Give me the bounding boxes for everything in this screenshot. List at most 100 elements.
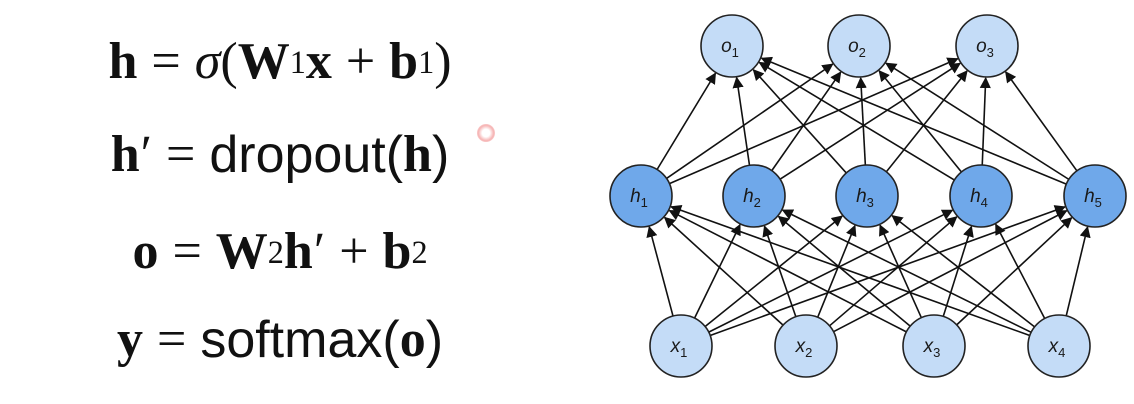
node-label: x2 bbox=[795, 336, 813, 360]
edge-h5-o2 bbox=[885, 62, 1070, 181]
node-label-base: x bbox=[795, 336, 807, 357]
equation-2-term-3: 2 bbox=[267, 233, 284, 270]
equation-3-term-1: = bbox=[156, 311, 187, 368]
node-x1: x1 bbox=[649, 314, 713, 378]
equation-0-term-2: σ bbox=[194, 33, 221, 90]
node-o2: o2 bbox=[827, 14, 891, 78]
node-label-base: h bbox=[743, 186, 754, 207]
node-x4: x4 bbox=[1027, 314, 1091, 378]
equation-2-term-4: h bbox=[283, 223, 313, 280]
node-label-base: x bbox=[923, 336, 935, 357]
equation-dropout: h′=dropout(h) bbox=[0, 115, 560, 195]
node-label-base: h bbox=[856, 186, 867, 207]
node-circle bbox=[774, 314, 838, 378]
equation-0-term-9: 1 bbox=[418, 43, 435, 80]
equation-3-term-0: y bbox=[116, 311, 143, 368]
edge-x2-h1 bbox=[663, 216, 784, 326]
node-label-subscript: 3 bbox=[933, 345, 940, 360]
edge-h5-o3 bbox=[1005, 71, 1078, 172]
node-label-base: h bbox=[630, 186, 641, 207]
pointer-dot bbox=[477, 124, 495, 142]
equation-1-term-2: = bbox=[166, 126, 196, 183]
edge-x3-h5 bbox=[956, 217, 1073, 326]
edge-x4-h1 bbox=[670, 204, 1031, 337]
node-label: x1 bbox=[670, 336, 688, 360]
equation-0-term-10: ) bbox=[434, 33, 452, 90]
edge-x1-h5 bbox=[709, 205, 1066, 337]
node-label-base: x bbox=[1048, 336, 1060, 357]
equation-0-term-0: h bbox=[108, 33, 138, 90]
edge-x3-h3 bbox=[879, 224, 923, 319]
edges bbox=[646, 56, 1091, 337]
node-label-subscript: 1 bbox=[732, 45, 739, 60]
node-label-subscript: 2 bbox=[805, 345, 812, 360]
node-label: h2 bbox=[743, 186, 761, 210]
equation-2-term-5: ′ bbox=[313, 223, 326, 280]
node-label-base: o bbox=[848, 36, 859, 57]
node-o1: o1 bbox=[700, 14, 764, 78]
edge-h5-o1 bbox=[760, 56, 1067, 185]
node-label: h1 bbox=[630, 186, 648, 210]
equation-0-term-4: W bbox=[237, 33, 290, 90]
edge-h4-o1 bbox=[758, 61, 955, 181]
edge-x1-h1 bbox=[646, 225, 674, 317]
edge-x3-h2 bbox=[777, 215, 911, 327]
node-label-subscript: 4 bbox=[1058, 345, 1065, 360]
edge-x1-h3 bbox=[704, 215, 843, 328]
edge-x2-h3 bbox=[816, 224, 857, 318]
edge-h3-o1 bbox=[752, 68, 847, 174]
node-label-subscript: 2 bbox=[754, 195, 761, 210]
edge-x2-h4 bbox=[829, 216, 958, 327]
edge-x4-h4 bbox=[995, 223, 1046, 319]
node-label-subscript: 2 bbox=[859, 45, 866, 60]
edge-h1-o3 bbox=[669, 57, 959, 185]
node-h2: h2 bbox=[722, 164, 786, 228]
equation-0-term-7: + bbox=[345, 33, 376, 90]
equation-3-term-4: ) bbox=[425, 311, 444, 369]
equation-1-term-1: ′ bbox=[140, 126, 153, 183]
edge-x1-h4 bbox=[708, 209, 954, 333]
node-label: h3 bbox=[856, 186, 874, 210]
edge-x3-h4 bbox=[942, 225, 974, 317]
node-label-subscript: 3 bbox=[867, 195, 874, 210]
node-label: o3 bbox=[976, 36, 994, 60]
node-circle bbox=[1063, 164, 1127, 228]
node-label: h5 bbox=[1084, 186, 1102, 210]
equation-0-term-8: b bbox=[389, 33, 419, 90]
edge-x2-h2 bbox=[762, 225, 797, 317]
equation-2-term-2: W bbox=[215, 223, 268, 280]
node-h1: h1 bbox=[609, 164, 673, 228]
node-label: h4 bbox=[970, 186, 988, 210]
node-label-base: o bbox=[721, 36, 732, 57]
equation-1-term-0: h bbox=[110, 126, 140, 183]
edge-h2-o3 bbox=[779, 62, 962, 180]
edge-h1-o1 bbox=[656, 72, 717, 170]
equation-3-term-2: softmax( bbox=[200, 311, 400, 369]
node-o3: o3 bbox=[955, 14, 1019, 78]
node-label-subscript: 1 bbox=[680, 345, 687, 360]
node-label-base: h bbox=[970, 186, 981, 207]
edge-x3-h1 bbox=[668, 209, 907, 333]
node-label-base: o bbox=[976, 36, 987, 57]
node-h3: h3 bbox=[835, 164, 899, 228]
equation-0-term-3: ( bbox=[220, 33, 238, 90]
node-label: x4 bbox=[1048, 336, 1066, 360]
node-circle bbox=[649, 314, 713, 378]
node-label-base: x bbox=[670, 336, 682, 357]
node-circle bbox=[949, 164, 1013, 228]
node-label-base: h bbox=[1084, 186, 1095, 207]
edge-x4-h2 bbox=[781, 209, 1032, 334]
node-circle bbox=[827, 14, 891, 78]
equation-softmax: y=softmax(o) bbox=[0, 300, 560, 380]
node-label-subscript: 1 bbox=[641, 195, 648, 210]
node-x2: x2 bbox=[774, 314, 838, 378]
node-x3: x3 bbox=[902, 314, 966, 378]
equation-2-term-0: o bbox=[132, 223, 159, 280]
edge-x2-h5 bbox=[833, 210, 1068, 333]
equation-1-term-4: h bbox=[403, 126, 432, 183]
